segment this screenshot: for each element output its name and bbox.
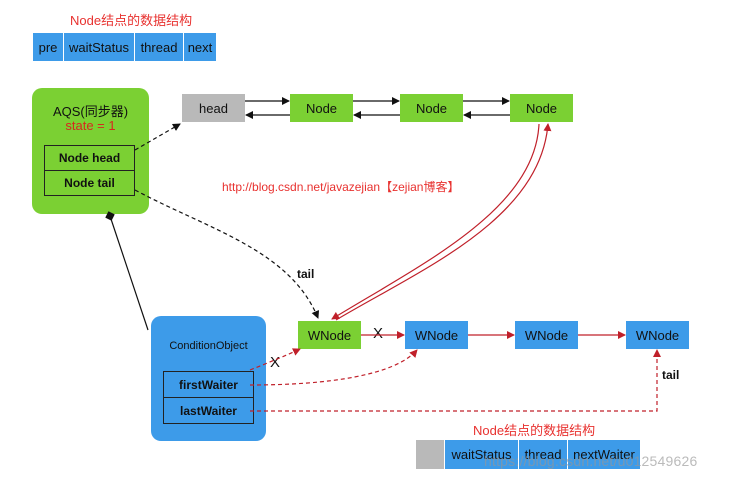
head-node: head (182, 94, 245, 122)
field-waitstatus-bottom: waitStatus (445, 440, 519, 469)
condition-aqs-association (105, 211, 149, 331)
field-next-waiter: nextWaiter (568, 440, 640, 469)
sync-node-1: Node (290, 94, 353, 122)
aqs-card: AQS(同步器) state = 1 Node head Node tail (32, 88, 149, 214)
first-waiter-new (249, 349, 418, 386)
top-legend-struct: pre waitStatus thread next (33, 33, 216, 61)
wait-node-1: WNode (298, 321, 361, 349)
field-pre: pre (33, 33, 64, 61)
move-arrow-down (331, 123, 540, 320)
bottom-legend-struct: waitStatus thread nextWaiter (416, 440, 640, 469)
watermark: https://blog.csdn.net/u012549626 (484, 453, 698, 469)
aqs-state: state = 1 (65, 118, 116, 133)
condition-object-card: ConditionObject firstWaiter lastWaiter (151, 316, 266, 441)
field-blank (416, 440, 445, 469)
broken-link-x-2: X (270, 354, 281, 371)
head-pointer (134, 123, 181, 151)
field-waitstatus: waitStatus (64, 33, 135, 61)
top-legend-title: Node结点的数据结构 (70, 13, 193, 28)
sync-node-2: Node (400, 94, 463, 122)
move-arrow-up (335, 123, 552, 321)
aqs-field-tail: Node tail (44, 170, 135, 196)
bottom-legend-title: Node结点的数据结构 (473, 423, 596, 438)
first-waiter-old (249, 348, 301, 371)
sync-node-3: Node (510, 94, 573, 122)
field-thread-bottom: thread (519, 440, 568, 469)
broken-link-x-1: X (373, 325, 384, 342)
tail-label-sync: tail (297, 267, 315, 281)
field-next: next (187, 39, 213, 55)
blog-url: http://blog.csdn.net/javazejian【zejian博客… (222, 180, 460, 194)
wait-node-2: WNode (405, 321, 468, 349)
last-waiter-pointer (250, 349, 661, 412)
condition-title: ConditionObject (169, 340, 248, 352)
wait-node-3: WNode (515, 321, 578, 349)
aqs-title: AQS(同步器) (52, 104, 129, 119)
wait-node-4: WNode (626, 321, 689, 349)
tail-label-wait: tail (662, 368, 680, 382)
field-thread: thread (135, 33, 184, 61)
tail-pointer (134, 189, 320, 319)
